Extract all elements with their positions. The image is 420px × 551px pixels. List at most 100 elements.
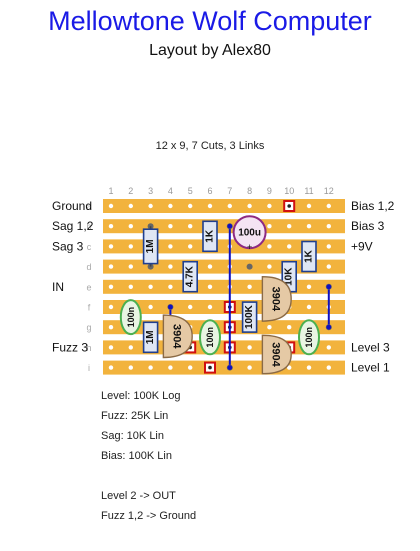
hole [128, 224, 133, 229]
hole [326, 345, 331, 350]
row-letter: f [88, 303, 91, 313]
transistor-label: 3904 [269, 342, 281, 367]
note-line: Fuzz: 25K Lin [101, 410, 169, 422]
resistor-label: 10K [284, 267, 295, 286]
resistor-label: 1M [145, 330, 156, 344]
note-line: Fuzz 1,2 -> Ground [101, 510, 197, 522]
film-capacitor-body [199, 319, 221, 356]
hole [168, 203, 173, 209]
hole [188, 203, 193, 209]
hole [267, 325, 272, 330]
copper-strip [103, 239, 345, 254]
note-line: Level: 100K Log [101, 390, 181, 402]
note-line: Bias: 100K Lin [101, 450, 172, 462]
link-end [227, 365, 233, 370]
capacitor-label: 100n [205, 327, 215, 348]
left-label: IN [52, 280, 64, 294]
note-line: Level 2 -> OUT [101, 490, 176, 502]
transistor-body [162, 314, 193, 359]
hole [148, 203, 153, 209]
resistor-label: 4.7K [185, 265, 196, 287]
page-subtitle: Layout by Alex80 [149, 42, 271, 59]
film-capacitor-body [298, 319, 320, 356]
hole [108, 203, 114, 209]
capacitor-label: 100n [304, 327, 314, 348]
right-label: Bias 1,2 [351, 199, 395, 213]
hole [128, 345, 133, 350]
column-number: 5 [188, 186, 193, 196]
hole [108, 264, 114, 269]
hole [326, 224, 331, 229]
row-letter: g [86, 323, 91, 333]
right-label: +9V [351, 239, 373, 253]
right-label: Bias 3 [351, 219, 385, 233]
note-line: Sag: 10K Lin [101, 430, 164, 442]
resistor-label: 1K [205, 229, 216, 243]
hole [168, 244, 173, 249]
column-number: 2 [128, 186, 133, 196]
resistor-body [301, 240, 317, 273]
hole [168, 224, 173, 229]
hole [306, 304, 312, 310]
copper-strip [103, 219, 345, 234]
left-label: Sag 1,2 [52, 219, 94, 233]
hole [247, 203, 252, 209]
column-number: 10 [284, 186, 294, 196]
left-label: Fuzz 3 [52, 340, 88, 354]
hole [188, 304, 193, 310]
link-end [227, 223, 233, 229]
column-number: 8 [247, 186, 252, 196]
hole [108, 284, 114, 289]
transistor-body [261, 275, 292, 322]
cut-hole [287, 204, 292, 208]
capacitor-label: 100u [238, 228, 261, 239]
hole [326, 244, 331, 249]
hole [128, 284, 133, 289]
hole [287, 365, 292, 370]
hole [306, 284, 312, 289]
column-number: 6 [207, 186, 212, 196]
hole [188, 224, 193, 229]
right-label: Level 1 [351, 361, 390, 375]
notes-block: Level: 100K Log Fuzz: 25K Lin Sag: 10K L… [101, 389, 196, 529]
hole [247, 365, 252, 370]
hole [287, 224, 292, 229]
row-letter: i [88, 363, 90, 373]
hole [168, 264, 173, 269]
row-letter: a [86, 202, 91, 212]
link-end [326, 324, 332, 330]
solder-point [246, 263, 253, 270]
hole [108, 244, 114, 249]
hole [267, 264, 272, 269]
resistor-body [202, 220, 218, 253]
hole [247, 345, 252, 350]
resistor-body [142, 228, 159, 265]
link-end [168, 304, 173, 310]
left-label: Ground [52, 199, 92, 213]
hole [267, 203, 272, 209]
row-letter: e [86, 282, 91, 292]
note-line [101, 469, 196, 489]
left-label: Sag 3 [52, 239, 84, 253]
resistor-body [241, 301, 258, 333]
hole [128, 244, 133, 249]
layout-summary: 12 x 9, 7 Cuts, 3 Links [155, 140, 265, 152]
hole [326, 365, 331, 370]
hole [128, 365, 133, 370]
hole [148, 365, 153, 370]
hole [267, 244, 272, 249]
hole [207, 203, 213, 209]
hole [108, 365, 114, 370]
hole [108, 345, 114, 350]
transistor-body [261, 334, 292, 375]
hole [207, 264, 213, 269]
hole [247, 284, 252, 289]
row-letter: d [86, 262, 91, 272]
hole [326, 264, 331, 269]
resistor-label: 100K [244, 304, 255, 329]
hole [326, 203, 331, 209]
hole [306, 224, 312, 229]
hole [168, 365, 173, 370]
hole [108, 304, 114, 310]
